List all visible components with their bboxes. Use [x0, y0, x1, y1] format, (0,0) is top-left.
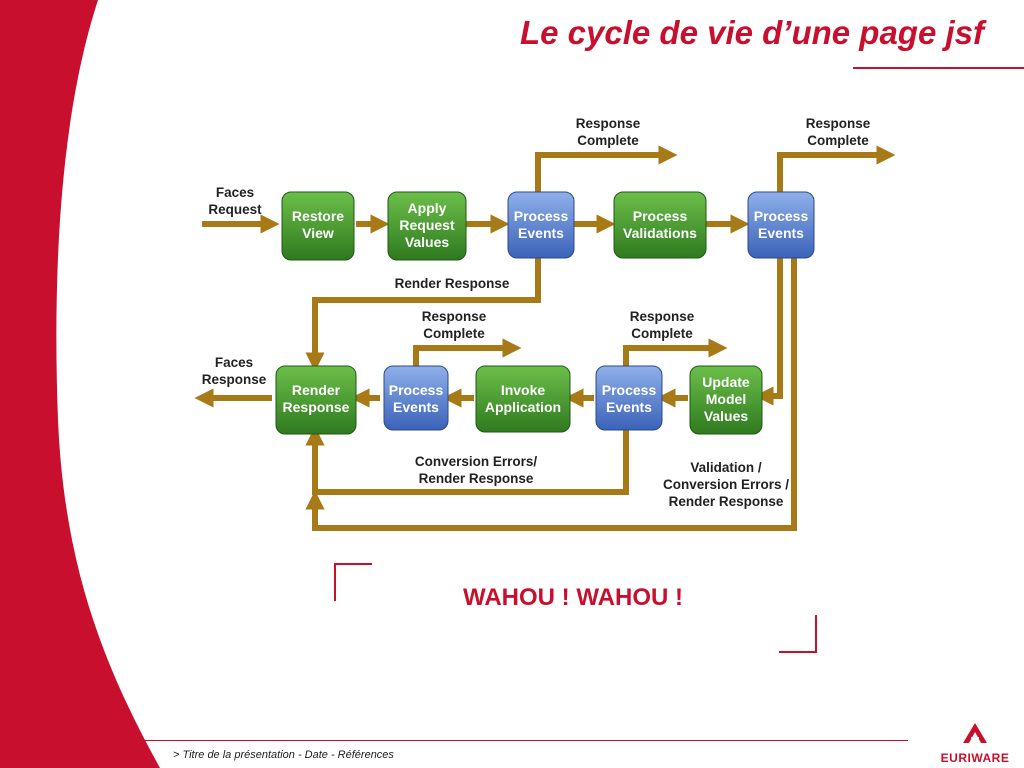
euriware-logo: EURIWARE: [930, 722, 1020, 766]
label-validation-errors: Validation /Conversion Errors /Render Re…: [663, 460, 789, 509]
label-render-response-path: Render Response: [395, 276, 510, 291]
slide-title: Le cycle de vie d’une page jsf: [519, 14, 984, 51]
footer-text: > Titre de la présentation - Date - Réfé…: [173, 749, 394, 761]
logo-mark-icon: [963, 723, 987, 743]
arrow-response-complete-2: [777, 145, 896, 192]
exclamation-text: WAHOU ! WAHOU !: [463, 584, 683, 611]
corner-bracket-top-left: [334, 563, 372, 601]
arrow-events2-to-update: [754, 258, 783, 406]
arrow-response-complete-3: [413, 338, 522, 366]
title-underline: [853, 67, 1024, 69]
arrow-validation-errors: [305, 258, 797, 531]
flow-arrows: [194, 145, 896, 531]
footer-rule: [0, 740, 908, 741]
arrow-conversion-errors: [305, 426, 629, 495]
arrow-response-complete-4: [623, 338, 728, 366]
logo-text: EURIWARE: [940, 751, 1010, 765]
label-conversion-errors: Conversion Errors/Render Response: [415, 454, 538, 486]
arrow-render-response-path: [305, 258, 541, 372]
arrow-response-complete-1: [535, 145, 678, 192]
corner-bracket-bottom-right: [779, 615, 817, 653]
